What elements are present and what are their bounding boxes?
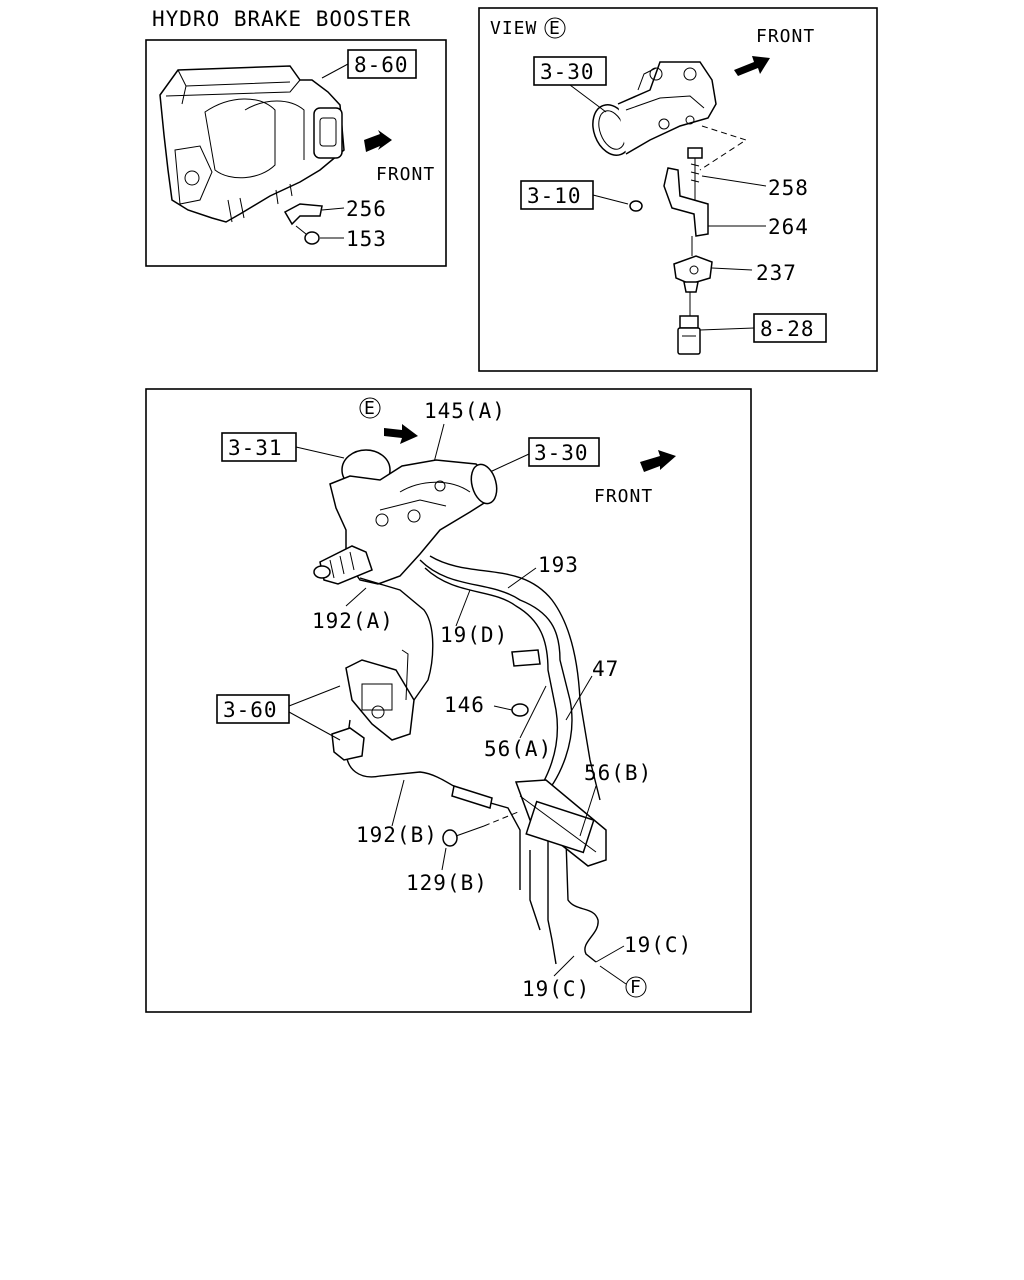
part-56a: 56(A) xyxy=(484,737,552,761)
part-19d: 19(D) xyxy=(440,623,508,647)
bolt-258-drawing xyxy=(687,147,703,200)
part-19c-right: 19(C) xyxy=(624,933,692,957)
bolt-129b-drawing xyxy=(442,825,485,847)
ref-3-60: 3-60 xyxy=(223,698,278,722)
brake-lines-drawing xyxy=(345,555,601,965)
booster-unit-drawing xyxy=(159,65,345,223)
ref-box-3-30-main xyxy=(528,437,600,467)
ref-3-30-main: 3-30 xyxy=(534,441,589,465)
view-e-marker: E xyxy=(549,18,561,39)
view-e-title: VIEW xyxy=(490,18,537,39)
ref-box-3-60 xyxy=(216,694,290,724)
view-e-circle-icon xyxy=(544,17,566,39)
bracket-256-drawing xyxy=(283,203,323,226)
valve-housing-drawing xyxy=(592,61,717,156)
ref-3-31: 3-31 xyxy=(228,436,283,460)
sensor-drawing xyxy=(677,315,701,355)
part-146: 146 xyxy=(444,693,485,717)
clip-drawing xyxy=(511,649,541,667)
switch-237-drawing xyxy=(673,236,713,316)
ref-8-60: 8-60 xyxy=(354,53,409,77)
main-front-label: FRONT xyxy=(594,486,653,507)
part-56b: 56(B) xyxy=(584,761,652,785)
part-47: 47 xyxy=(592,657,619,681)
main-frame xyxy=(145,388,752,1013)
ref-3-30: 3-30 xyxy=(540,60,595,84)
marker-e: E xyxy=(364,398,376,419)
view-e-front-label: FRONT xyxy=(756,26,815,47)
marker-e-circle-icon xyxy=(359,397,381,419)
front-arrow-icon xyxy=(734,56,770,76)
ref-8-28: 8-28 xyxy=(760,317,815,341)
booster-title: HYDRO BRAKE BOOSTER xyxy=(152,7,411,31)
bracket-264-drawing xyxy=(663,167,709,237)
nut-146-drawing xyxy=(511,703,529,717)
view-arrow-icon xyxy=(384,424,418,444)
bracket-56b-drawing xyxy=(514,779,607,867)
front-arrow-icon xyxy=(640,450,676,472)
main-panel: E 145(A) 3-31 3-30 FRONT xyxy=(145,388,752,1013)
part-145a: 145(A) xyxy=(424,399,506,423)
hose-drawing xyxy=(451,785,493,809)
part-256: 256 xyxy=(346,197,387,221)
part-193: 193 xyxy=(538,553,579,577)
pressure-valve-drawing xyxy=(331,649,415,761)
view-e-frame xyxy=(478,7,878,372)
booster-panel: HYDRO BRAKE BOOSTER 8-60 FRONT 256 xyxy=(145,7,447,267)
part-129b: 129(B) xyxy=(406,871,488,895)
part-19c-bottom: 19(C) xyxy=(522,977,590,1001)
ref-box-8-60 xyxy=(347,49,417,79)
bolt-153-drawing xyxy=(295,225,320,245)
booster-front-label: FRONT xyxy=(376,164,435,185)
booster-assembly-drawing xyxy=(313,449,498,585)
part-264: 264 xyxy=(768,215,809,239)
nut-drawing xyxy=(629,200,643,212)
part-258: 258 xyxy=(768,176,809,200)
front-arrow-icon xyxy=(364,130,392,152)
marker-f-circle-icon xyxy=(625,976,647,998)
part-237: 237 xyxy=(756,261,797,285)
part-153: 153 xyxy=(346,227,387,251)
ref-3-10: 3-10 xyxy=(527,184,582,208)
booster-frame xyxy=(145,39,447,267)
marker-f: F xyxy=(630,977,642,998)
part-192b: 192(B) xyxy=(356,823,438,847)
part-192a: 192(A) xyxy=(312,609,394,633)
view-e-panel: VIEW E FRONT 3-30 xyxy=(478,7,878,372)
